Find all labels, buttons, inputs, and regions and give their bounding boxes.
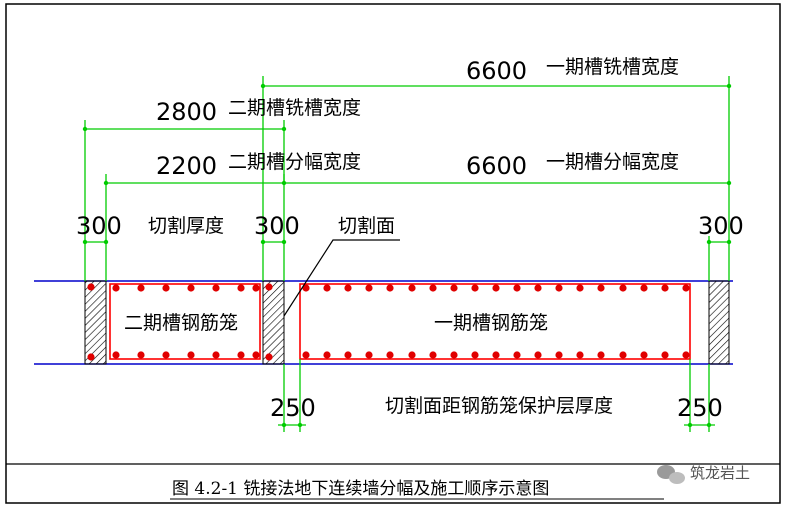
rebar-dot xyxy=(408,284,416,292)
rebar-dot xyxy=(682,284,690,292)
dim-phase1-mill-width: 6600 xyxy=(466,57,527,85)
rebar-dot xyxy=(513,351,521,359)
rebar-dot xyxy=(237,284,245,292)
rebar-dot xyxy=(619,284,627,292)
rebar-dot xyxy=(162,351,170,359)
rebar-dot xyxy=(365,284,373,292)
rebar-dot xyxy=(661,284,669,292)
rebar-dot xyxy=(265,353,273,361)
label-cut-surface: 切割面 xyxy=(338,215,395,237)
label-phase2-panel-width: 二期槽分幅宽度 xyxy=(228,151,361,173)
phase1-cage-outline xyxy=(299,283,691,360)
rebar-dot xyxy=(597,284,605,292)
label-cover-thickness: 切割面距钢筋笼保护层厚度 xyxy=(385,395,613,417)
rebar-dot xyxy=(682,351,690,359)
rebar-dot xyxy=(212,351,220,359)
dim-phase2-panel-width: 2200 xyxy=(156,152,217,180)
rebar-dots xyxy=(87,283,690,361)
dim-cut-thickness-right: 300 xyxy=(698,212,744,240)
rebar-dot xyxy=(302,351,310,359)
rebar-dot xyxy=(534,284,542,292)
watermark-text: 筑龙岩土 xyxy=(690,464,750,482)
cut-zone-mid xyxy=(262,280,285,365)
rebar-dot xyxy=(323,351,331,359)
label-phase1-panel-width: 一期槽分幅宽度 xyxy=(546,151,679,173)
rebar-dot xyxy=(386,284,394,292)
rebar-dot xyxy=(237,351,245,359)
label-phase1-cage: 一期槽钢筋笼 xyxy=(434,312,548,334)
cut-surface-leader xyxy=(283,239,400,317)
drawing-border xyxy=(5,3,781,504)
figure-caption: 图 4.2-1 铣接法地下连续墙分幅及施工顺序示意图 xyxy=(172,479,549,499)
rebar-dot xyxy=(365,351,373,359)
rebar-dot xyxy=(661,351,669,359)
rebar-dot xyxy=(640,284,648,292)
rebar-dot xyxy=(344,351,352,359)
rebar-dot xyxy=(252,351,260,359)
rebar-dot xyxy=(429,351,437,359)
rebar-dot xyxy=(492,284,500,292)
rebar-dot xyxy=(112,351,120,359)
rebar-dot xyxy=(555,351,563,359)
rebar-dot xyxy=(265,283,273,291)
cut-zone-left xyxy=(84,280,107,365)
watermark: 筑龙岩土 xyxy=(657,464,750,484)
rebar-dot xyxy=(252,284,260,292)
rebar-dot xyxy=(471,284,479,292)
rebar-dot xyxy=(640,351,648,359)
rebar-dot xyxy=(555,284,563,292)
label-phase2-cage: 二期槽钢筋笼 xyxy=(124,312,238,334)
dimension-ticks xyxy=(82,83,732,428)
rebar-dot xyxy=(513,284,521,292)
label-phase2-mill-width: 二期槽铣槽宽度 xyxy=(228,97,361,119)
rebar-dot xyxy=(429,284,437,292)
rebar-dot xyxy=(408,351,416,359)
label-phase1-mill-width: 一期槽铣槽宽度 xyxy=(546,56,679,78)
dim-phase1-panel-width: 6600 xyxy=(466,152,527,180)
rebar-dot xyxy=(492,351,500,359)
dim-cut-thickness-mid: 300 xyxy=(254,212,300,240)
rebar-dot xyxy=(619,351,627,359)
rebar-dot xyxy=(212,284,220,292)
dim-cut-thickness-left: 300 xyxy=(76,212,122,240)
rebar-dot xyxy=(87,353,95,361)
rebar-dot xyxy=(323,284,331,292)
rebar-dot xyxy=(137,284,145,292)
rebar-dot xyxy=(87,283,95,291)
rebar-dot xyxy=(344,284,352,292)
rebar-dot xyxy=(112,284,120,292)
wall-outline xyxy=(34,280,733,365)
dim-cover-right: 250 xyxy=(677,394,723,422)
rebar-dot xyxy=(576,284,584,292)
phase2-cage-outline xyxy=(109,283,261,360)
rebar-dot xyxy=(450,351,458,359)
dim-phase2-mill-width: 2800 xyxy=(156,98,217,126)
rebar-dot xyxy=(576,351,584,359)
rebar-dot xyxy=(137,351,145,359)
rebar-dot xyxy=(597,351,605,359)
rebar-dot xyxy=(162,284,170,292)
rebar-dot xyxy=(187,284,195,292)
dim-cover-left: 250 xyxy=(270,394,316,422)
rebar-dot xyxy=(187,351,195,359)
dimension-lines xyxy=(84,76,730,432)
rebar-dot xyxy=(450,284,458,292)
wechat-icon xyxy=(657,465,685,484)
cut-zone-right xyxy=(708,280,730,365)
rebar-dot xyxy=(534,351,542,359)
rebar-dot xyxy=(471,351,479,359)
rebar-dot xyxy=(386,351,394,359)
rebar-dot xyxy=(302,284,310,292)
label-cut-thickness: 切割厚度 xyxy=(148,215,224,237)
